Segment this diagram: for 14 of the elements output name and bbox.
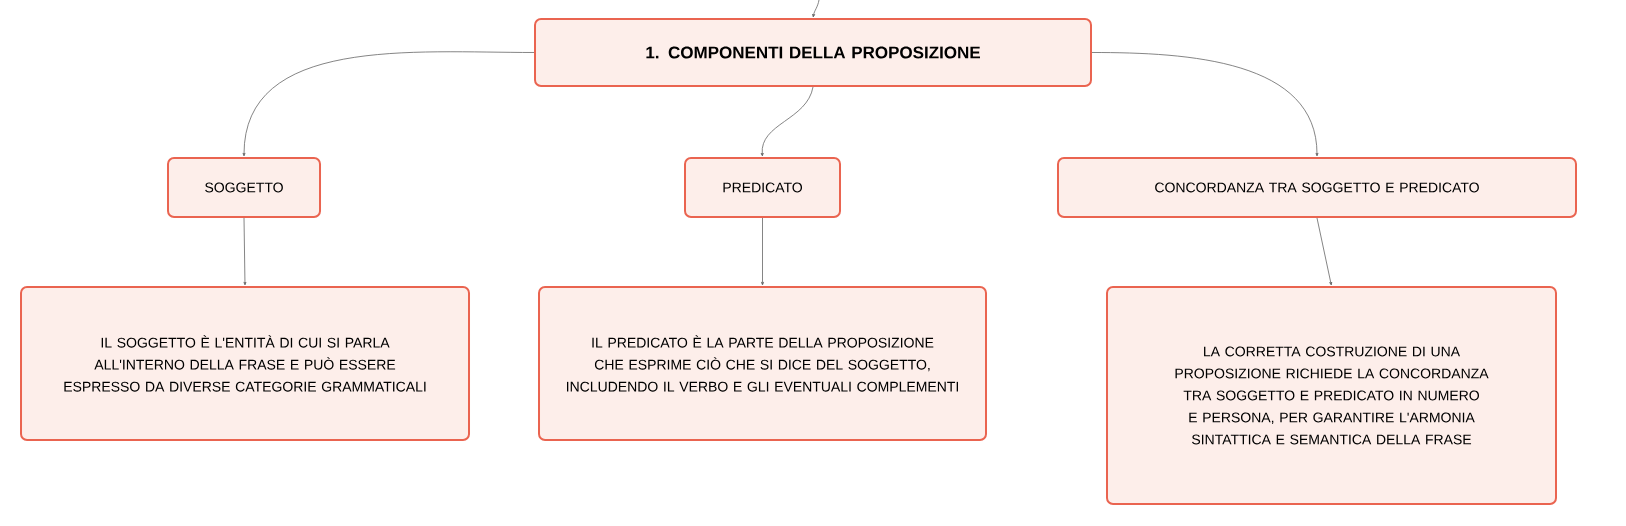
arrow xyxy=(812,0,820,18)
topic-box: 1. COMPONENTI DELLA PROPOSIZIONE xyxy=(534,18,1092,87)
subtopic-box: SOGGETTO xyxy=(167,157,321,218)
description-box: IL SOGGETTO È L'ENTITÀ DI CUI SI PARLA ALL'INTERNO DELLA FRASE E PUÒ ESSERE ESPRESSO DA DIVERSE CATEGORIE GRAMMATICALI xyxy=(20,286,470,441)
arrow xyxy=(242,51,535,157)
arrow xyxy=(761,217,764,286)
arrow xyxy=(243,217,247,286)
arrow xyxy=(760,86,814,157)
subtopic-box: CONCORDANZA TRA SOGGETTO E PREDICATO xyxy=(1057,157,1577,218)
subtopic-box: PREDICATO xyxy=(684,157,841,218)
arrow xyxy=(1316,217,1333,286)
description-box: IL PREDICATO È LA PARTE DELLA PROPOSIZIONE CHE ESPRIME CIÒ CHE SI DICE DEL SOGGETTO, INCLUDENDO IL VERBO E GLI EVENTUALI COMPLEMENTI xyxy=(538,286,987,441)
description-box: LA CORRETTA COSTRUZIONE DI UNA PROPOSIZIONE RICHIEDE LA CONCORDANZA TRA SOGGETTO E PREDICATO IN NUMERO E PERSONA, PER GARANTIRE L'ARMONIA SINTATTICA E SEMANTICA DELLA FRASE xyxy=(1106,286,1557,505)
arrow xyxy=(1091,52,1319,157)
